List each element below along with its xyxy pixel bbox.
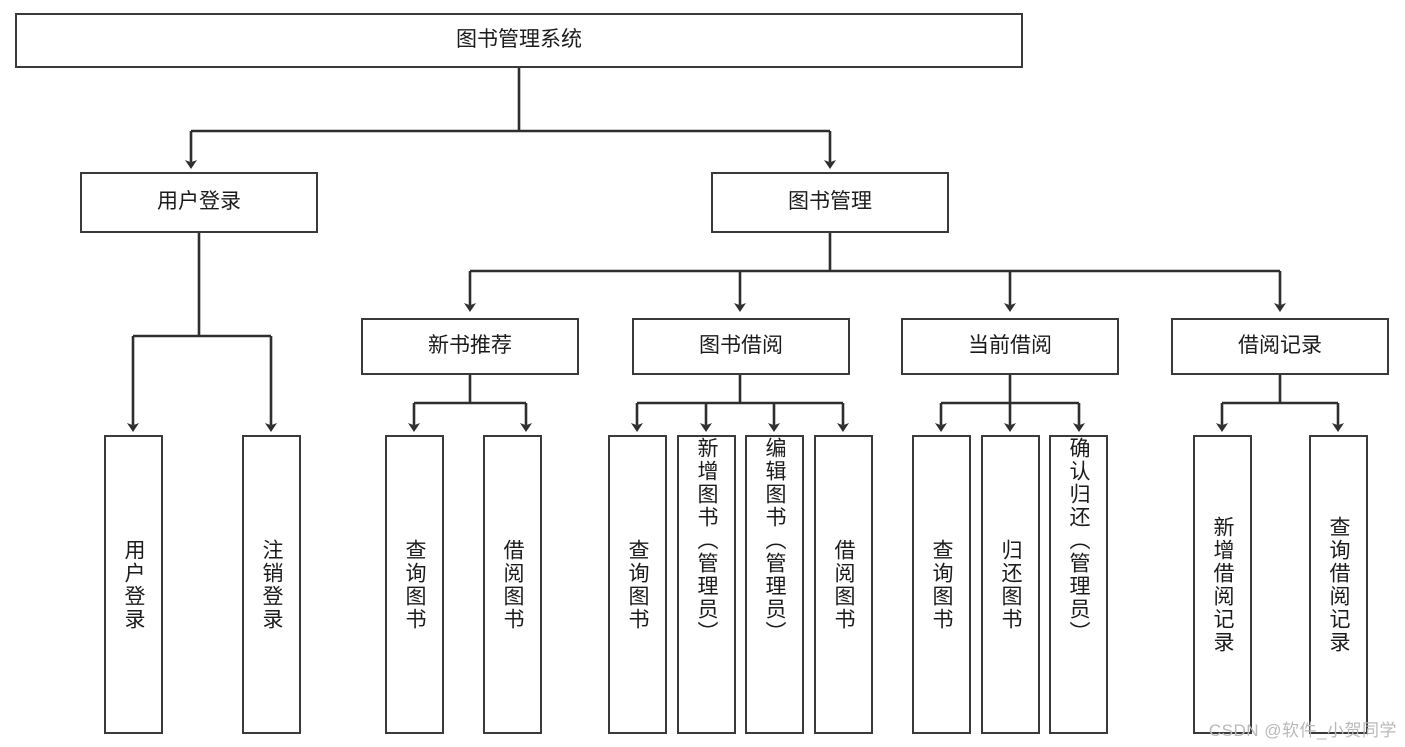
node-current-borrow[interactable]: 当前借阅 <box>901 318 1119 375</box>
node-book-management[interactable]: 图书管理 <box>711 172 949 233</box>
node-book-borrow[interactable]: 图书借阅 <box>632 318 850 375</box>
node-label: 图书管理 <box>788 190 872 214</box>
node-label: 用户登录 <box>122 538 145 631</box>
node-label: 查询图书 <box>403 538 426 631</box>
node-label: 新增借阅记录 <box>1211 515 1234 654</box>
node-new-book-recommend[interactable]: 新书推荐 <box>361 318 579 375</box>
leaf-record-query[interactable]: 查询借阅记录 <box>1309 435 1368 734</box>
node-label: 新增图书（管理员） <box>695 437 718 644</box>
node-label: 借阅图书 <box>832 538 855 631</box>
node-label: 借阅图书 <box>501 538 524 631</box>
leaf-current-return-book[interactable]: 归还图书 <box>981 435 1040 734</box>
leaf-current-query-book[interactable]: 查询图书 <box>912 435 971 734</box>
leaf-current-confirm-return[interactable]: 确认归还（管理员） <box>1049 435 1108 734</box>
node-label: 借阅记录 <box>1238 334 1322 358</box>
node-label: 查询借阅记录 <box>1327 515 1350 654</box>
leaf-borrow-query-book[interactable]: 查询图书 <box>608 435 667 734</box>
leaf-user-login-signout[interactable]: 注销登录 <box>242 435 301 734</box>
node-label: 当前借阅 <box>968 334 1052 358</box>
node-label: 图书管理系统 <box>456 28 582 52</box>
leaf-user-login-signin[interactable]: 用户登录 <box>104 435 163 734</box>
leaf-borrow-borrow-book[interactable]: 借阅图书 <box>814 435 873 734</box>
node-label: 归还图书 <box>999 538 1022 631</box>
node-root-system[interactable]: 图书管理系统 <box>15 13 1023 68</box>
node-label: 查询图书 <box>930 538 953 631</box>
node-label: 新书推荐 <box>428 334 512 358</box>
node-label: 用户登录 <box>157 190 241 214</box>
leaf-borrow-edit-book[interactable]: 编辑图书（管理员） <box>745 435 804 734</box>
node-label: 确认归还（管理员） <box>1067 437 1090 644</box>
node-label: 查询图书 <box>626 538 649 631</box>
leaf-new-book-borrow[interactable]: 借阅图书 <box>483 435 542 734</box>
node-user-login[interactable]: 用户登录 <box>80 172 318 233</box>
leaf-new-book-query[interactable]: 查询图书 <box>385 435 444 734</box>
leaf-borrow-add-book[interactable]: 新增图书（管理员） <box>677 435 736 734</box>
node-label: 编辑图书（管理员） <box>763 437 786 644</box>
node-label: 图书借阅 <box>699 334 783 358</box>
leaf-record-add[interactable]: 新增借阅记录 <box>1193 435 1252 734</box>
node-borrow-record[interactable]: 借阅记录 <box>1171 318 1389 375</box>
watermark-text: CSDN @软件_小贺同学 <box>1208 721 1397 740</box>
node-label: 注销登录 <box>260 538 283 631</box>
